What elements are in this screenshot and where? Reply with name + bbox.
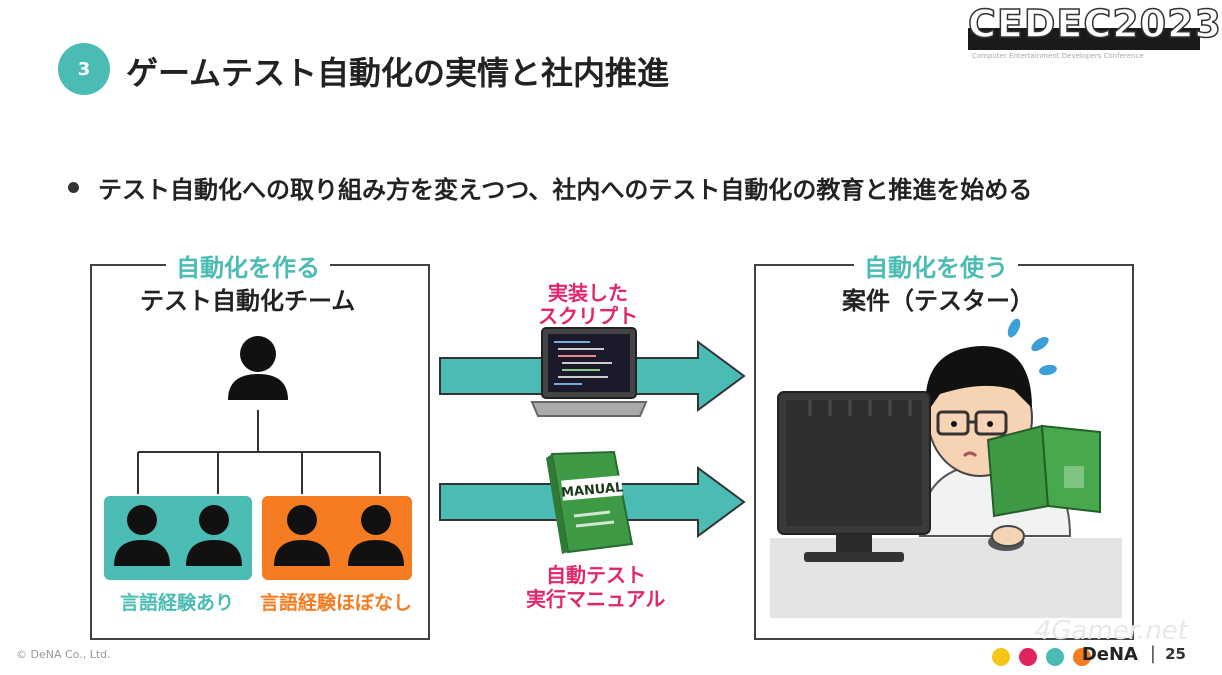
left-panel-title: テスト自動化チーム: [140, 287, 356, 315]
conference-logo-text: CEDEC2023: [967, 1, 1222, 47]
footer-separator: |: [1149, 643, 1156, 664]
footer-color-dots: [992, 646, 1100, 666]
experienced-members-icon: [114, 505, 242, 566]
team-leader-icon: [228, 336, 288, 400]
footer-brand-logo: DeNA: [1081, 644, 1138, 665]
experienced-group-label: 言語経験あり: [120, 592, 235, 614]
org-chart-lines: [137, 410, 381, 494]
tester-illustration: [770, 318, 1122, 618]
manual-cover-text: MANUAL: [560, 480, 623, 500]
watermark: 4Gamer.net: [1034, 616, 1188, 646]
inexperienced-members-icon: [274, 505, 404, 566]
script-label-line1: 実装した: [548, 281, 628, 305]
right-panel-title: 案件（テスター）: [842, 287, 1034, 315]
footer-dot: [1019, 647, 1037, 666]
team-org-chart: [104, 336, 412, 580]
left-panel-tag: 自動化を作る: [166, 248, 330, 283]
laptop-icon: [530, 327, 648, 417]
script-label-line2: スクリプト: [538, 304, 638, 328]
tester-hand: [991, 525, 1025, 547]
bullet-text: テスト自動化への取り組み方を変えつつ、社内へのテスト自動化の教育と推進を始める: [98, 176, 1033, 204]
inexperienced-group-label: 言語経験ほぼなし: [260, 592, 413, 614]
manual-label-line2: 実行マニュアル: [526, 587, 666, 611]
conference-logo: CEDEC2023 Computer Entertainment Develop…: [967, 1, 1222, 60]
footer-dot: [992, 647, 1010, 666]
section-number-badge: 3: [58, 43, 110, 95]
copyright: © DeNA Co., Ltd.: [16, 648, 111, 661]
bullet-dot: [68, 182, 79, 193]
inexperienced-group-box: [262, 496, 412, 580]
desk: [770, 538, 1122, 618]
green-book-icon: [986, 424, 1101, 518]
page-number: 25: [1165, 645, 1186, 663]
footer-dot: [1046, 647, 1064, 666]
slide-title: ゲームテスト自動化の実情と社内推進: [126, 54, 670, 92]
footer-dot: [1073, 647, 1091, 666]
experienced-group-box: [104, 496, 252, 580]
sweat-marks: [1007, 318, 1057, 376]
manual-book-icon: MANUAL: [546, 450, 634, 554]
manual-label-line1: 自動テスト: [546, 563, 646, 587]
right-panel-tag: 自動化を使う: [854, 248, 1018, 283]
monitor-icon: [777, 391, 931, 562]
